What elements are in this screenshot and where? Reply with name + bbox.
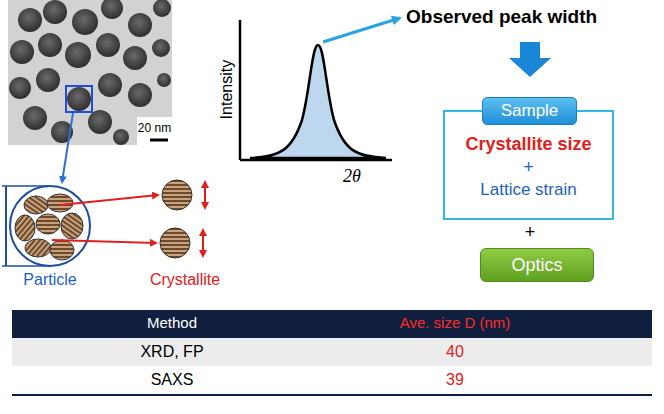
node-text: Lattice strain — [480, 178, 576, 202]
table-header: Method — [12, 314, 332, 332]
axis-label: 2θ — [330, 166, 374, 188]
optics-box: Optics — [480, 248, 594, 282]
crystallite-label: Crystallite — [140, 270, 230, 289]
callout-text: Observed peak width — [406, 6, 656, 29]
node-text: + — [523, 156, 534, 178]
particle-label: Particle — [14, 270, 86, 289]
table-cell: SAXS — [12, 370, 332, 389]
header-tab: Sample — [482, 97, 577, 125]
table-cell: XRD, FP — [12, 342, 332, 361]
node-text: Crystallite size — [465, 132, 591, 156]
scale-label: 20 nm — [137, 121, 172, 135]
table-cell: 39 — [300, 370, 610, 389]
table-cell: 40 — [300, 342, 610, 361]
node-text: Sample — [501, 98, 559, 124]
node-text: Optics — [511, 249, 562, 281]
table-header: Ave. size D (nm) — [300, 314, 610, 332]
plus-sign: + — [515, 222, 545, 244]
axis-label: Intensity — [217, 50, 236, 130]
sample-box: Crystallite size+Lattice strainSample — [443, 110, 614, 220]
